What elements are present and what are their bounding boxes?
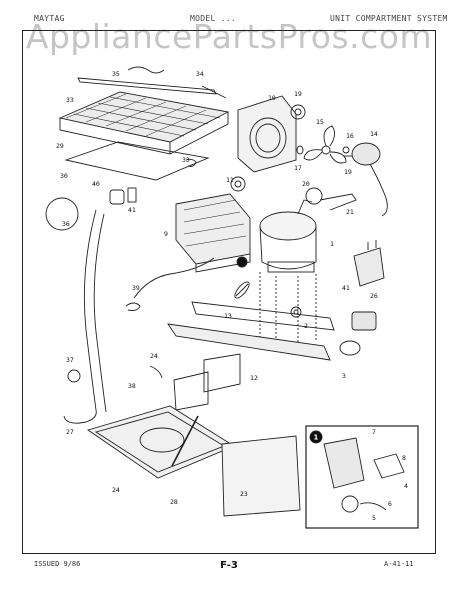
callout-22: 23	[240, 490, 248, 498]
part-fan-blade	[303, 125, 347, 164]
part-overload-23	[351, 311, 377, 331]
callout-36: 37	[66, 356, 74, 364]
callout-39: 40	[92, 180, 100, 188]
callout-20: 20	[302, 180, 310, 188]
callout-28: 29	[56, 142, 64, 150]
callout-10: 10	[268, 94, 276, 102]
page-number: F-3	[220, 560, 238, 571]
part-compressor	[259, 199, 317, 273]
callout-29: 30	[60, 172, 68, 180]
part-drier	[234, 281, 250, 299]
callout-5: 5	[372, 514, 376, 522]
callout-8: 8	[402, 454, 406, 462]
callout-26: 27	[66, 428, 74, 436]
part-relay-41	[353, 240, 385, 287]
part-24	[149, 365, 163, 379]
inset-marker-label: 1	[314, 434, 319, 442]
callout-11: 11	[226, 176, 234, 184]
callout-32: 33	[66, 96, 74, 104]
callout-1: 1	[330, 240, 334, 248]
callout-24: 24	[150, 352, 158, 360]
part-40	[127, 187, 137, 203]
callout-16: 16	[346, 132, 354, 140]
header-left: MAYTAG	[34, 14, 65, 23]
callout-40: 41	[128, 206, 136, 214]
inset-detail-box	[305, 425, 419, 529]
part-3	[339, 340, 361, 356]
callout-15: 15	[316, 118, 324, 126]
inset-marker-dot	[236, 256, 248, 268]
callout-7: 7	[372, 428, 376, 436]
part-27	[171, 415, 199, 467]
part-grommet-19	[290, 104, 306, 120]
callout-3: 3	[342, 372, 346, 380]
callout-21: 21	[346, 208, 354, 216]
callout-18: 19	[344, 168, 352, 176]
callout-30: 33	[182, 156, 190, 164]
watermark: AppliancePartsPros.com	[25, 17, 433, 56]
callout-34: 35	[112, 70, 120, 78]
callout-13: 13	[224, 312, 232, 320]
callout-12: 12	[250, 374, 258, 382]
part-frame-29	[64, 141, 210, 181]
part-17	[296, 145, 304, 155]
callout-6: 6	[388, 500, 392, 508]
part-clip-30	[185, 158, 197, 167]
part-tubing-37	[63, 209, 107, 424]
part-bracket-20	[305, 187, 357, 211]
callout-19: 19	[294, 90, 302, 98]
callout-37: 38	[128, 382, 136, 390]
callout-35: 36	[62, 220, 70, 228]
part-fan-shroud	[237, 95, 297, 173]
part-rod	[77, 66, 227, 99]
callout-9: 9	[164, 230, 168, 238]
part-39	[109, 189, 125, 205]
callout-41: 41	[342, 284, 350, 292]
part-35-inset	[45, 197, 79, 231]
part-condenser	[58, 91, 230, 155]
callout-17: 17	[294, 164, 302, 172]
part-38	[125, 257, 215, 311]
callout-38: 39	[132, 284, 140, 292]
header-right: UNIT COMPARTMENT SYSTEM	[330, 14, 448, 23]
doc-code: A-41-11	[384, 560, 414, 568]
callout-25: 24	[112, 486, 120, 494]
callout-33: 34	[196, 70, 204, 78]
callout-14: 14	[370, 130, 378, 138]
part-base-12	[167, 301, 335, 411]
part-11	[230, 176, 246, 192]
diagram-frame	[22, 30, 436, 554]
callout-4: 4	[404, 482, 408, 490]
part-36	[67, 369, 81, 383]
part-fan-motor	[344, 142, 388, 217]
callout-23: 26	[370, 292, 378, 300]
issued-date: ISSUED 9/86	[34, 560, 81, 568]
part-16	[342, 146, 350, 154]
part-panel-22	[221, 435, 301, 517]
callout-27: 28	[170, 498, 178, 506]
header-center: MODEL ...	[190, 14, 237, 23]
callout-2: 2	[304, 322, 308, 330]
